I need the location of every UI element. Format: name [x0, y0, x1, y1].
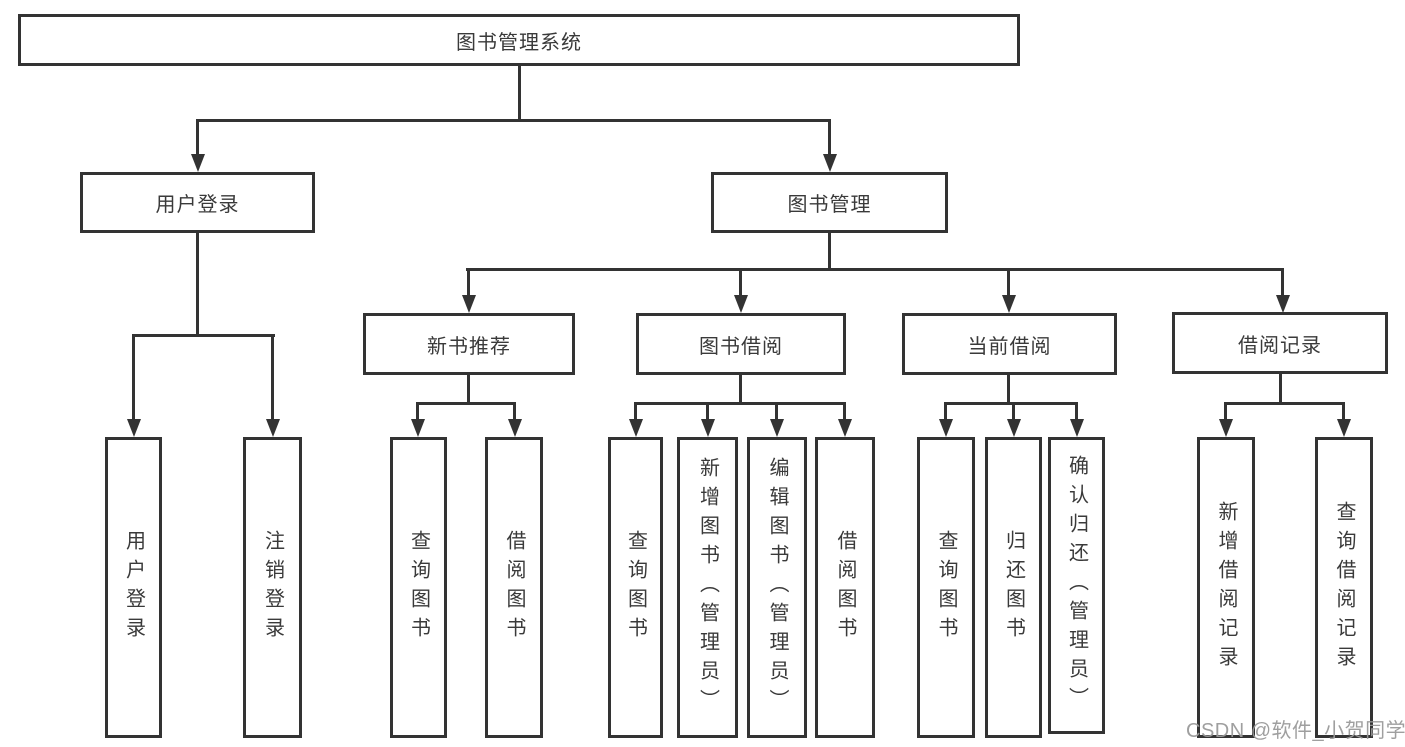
leaf-confirm-return-admin: 确认归还（管理员） [1048, 437, 1105, 734]
arrow-down-icon [629, 419, 643, 437]
csdn-watermark: CSDN @软件_小贺同学 [1186, 720, 1405, 742]
connector-drop-user-login [196, 119, 199, 155]
node-label: 图书管理 [787, 194, 872, 216]
arrow-down-icon [1007, 419, 1021, 437]
connector-drop-leaf [513, 402, 516, 419]
leaf-label: 查询图书 [935, 529, 957, 646]
connector-drop-leaf [1224, 402, 1227, 419]
leaf-label: 查询图书 [407, 529, 430, 646]
arrow-down-icon [266, 419, 280, 437]
leaf-logout: 注销登录 [243, 437, 302, 738]
connector-user-login-rail [132, 334, 275, 337]
connector-book-borrow-rail [634, 402, 846, 405]
connector-drop-leaf [775, 402, 778, 419]
leaf-label: 编辑图书（管理员） [766, 457, 788, 718]
connector-drop-current-borrow [1007, 268, 1010, 297]
node-current-borrowing: 当前借阅 [902, 313, 1117, 375]
leaf-label: 借阅图书 [834, 529, 856, 646]
connector-borrow-record-rail [1224, 402, 1345, 405]
leaf-query-books-2: 查询图书 [608, 437, 663, 738]
connector-drop-book-management [828, 119, 831, 155]
arrow-down-icon [462, 295, 476, 313]
leaf-label: 查询借阅记录 [1333, 500, 1355, 675]
connector-borrow-record-stem [1279, 374, 1282, 404]
connector-drop-leaf [706, 402, 709, 419]
arrow-down-icon [1002, 295, 1016, 313]
leaf-add-books-admin: 新增图书（管理员） [677, 437, 738, 738]
connector-drop-leaf [634, 402, 637, 419]
connector-drop-leaf [1075, 402, 1078, 419]
node-borrowing-records: 借阅记录 [1172, 312, 1388, 374]
connector-new-book-stem [467, 375, 470, 404]
arrow-down-icon [508, 419, 522, 437]
connector-drop-leaf [416, 402, 419, 419]
arrow-down-icon [191, 154, 205, 172]
leaf-label: 新增借阅记录 [1215, 500, 1237, 675]
connector-drop-leaf [944, 402, 947, 419]
connector-drop-leaf [843, 402, 846, 419]
arrow-down-icon [127, 419, 141, 437]
leaf-label: 注销登录 [261, 529, 284, 646]
connector-book-management-stem [828, 233, 831, 270]
arrow-down-icon [734, 295, 748, 313]
connector-user-login-stem [196, 233, 199, 336]
connector-root-rail [196, 119, 831, 122]
arrow-down-icon [1276, 295, 1290, 313]
node-book-management: 图书管理 [711, 172, 948, 233]
arrow-down-icon [411, 419, 425, 437]
connector-drop-leaf [1342, 402, 1345, 419]
node-user-login: 用户登录 [80, 172, 315, 233]
connector-drop-logout-leaf [271, 334, 274, 419]
node-root-book-management-system: 图书管理系统 [18, 14, 1020, 66]
node-label: 图书管理系统 [456, 31, 582, 54]
leaf-query-borrow-record: 查询借阅记录 [1315, 437, 1373, 738]
node-label: 图书借阅 [699, 335, 783, 358]
leaf-borrow-books-1: 借阅图书 [485, 437, 543, 738]
connector-book-borrow-stem [739, 375, 742, 404]
node-label: 用户登录 [155, 194, 240, 216]
leaf-label: 确认归还（管理员） [1065, 455, 1088, 716]
connector-root-stem [518, 66, 521, 121]
leaf-query-books-1: 查询图书 [390, 437, 447, 738]
leaf-label: 查询图书 [624, 529, 647, 646]
leaf-label: 借阅图书 [503, 529, 525, 646]
arrow-down-icon [1219, 419, 1233, 437]
node-new-book-recommend: 新书推荐 [363, 313, 575, 375]
leaf-label: 新增图书（管理员） [696, 457, 719, 718]
leaf-return-books: 归还图书 [985, 437, 1042, 738]
arrow-down-icon [701, 419, 715, 437]
arrow-down-icon [939, 419, 953, 437]
leaf-query-books-3: 查询图书 [917, 437, 975, 738]
arrow-down-icon [770, 419, 784, 437]
arrow-down-icon [823, 154, 837, 172]
connector-current-borrow-rail [944, 402, 1078, 405]
connector-drop-new-book [467, 268, 470, 297]
leaf-borrow-books-2: 借阅图书 [815, 437, 875, 738]
connector-drop-login-leaf [132, 334, 135, 419]
arrow-down-icon [1070, 419, 1084, 437]
leaf-label: 归还图书 [1002, 529, 1025, 646]
connector-drop-borrow-record [1281, 268, 1284, 297]
connector-book-management-rail [466, 268, 1284, 271]
leaf-user-login: 用户登录 [105, 437, 162, 738]
leaf-edit-books-admin: 编辑图书（管理员） [747, 437, 807, 738]
arrow-down-icon [1337, 419, 1351, 437]
arrow-down-icon [838, 419, 852, 437]
node-label: 新书推荐 [427, 335, 511, 358]
leaf-label: 用户登录 [122, 529, 145, 646]
connector-drop-leaf [1012, 402, 1015, 419]
node-label: 当前借阅 [967, 335, 1052, 358]
connector-current-borrow-stem [1007, 375, 1010, 404]
connector-drop-book-borrow [739, 268, 742, 297]
node-book-borrowing: 图书借阅 [636, 313, 846, 375]
leaf-add-borrow-record: 新增借阅记录 [1197, 437, 1255, 738]
node-label: 借阅记录 [1238, 334, 1322, 357]
connector-new-book-rail [416, 402, 516, 405]
